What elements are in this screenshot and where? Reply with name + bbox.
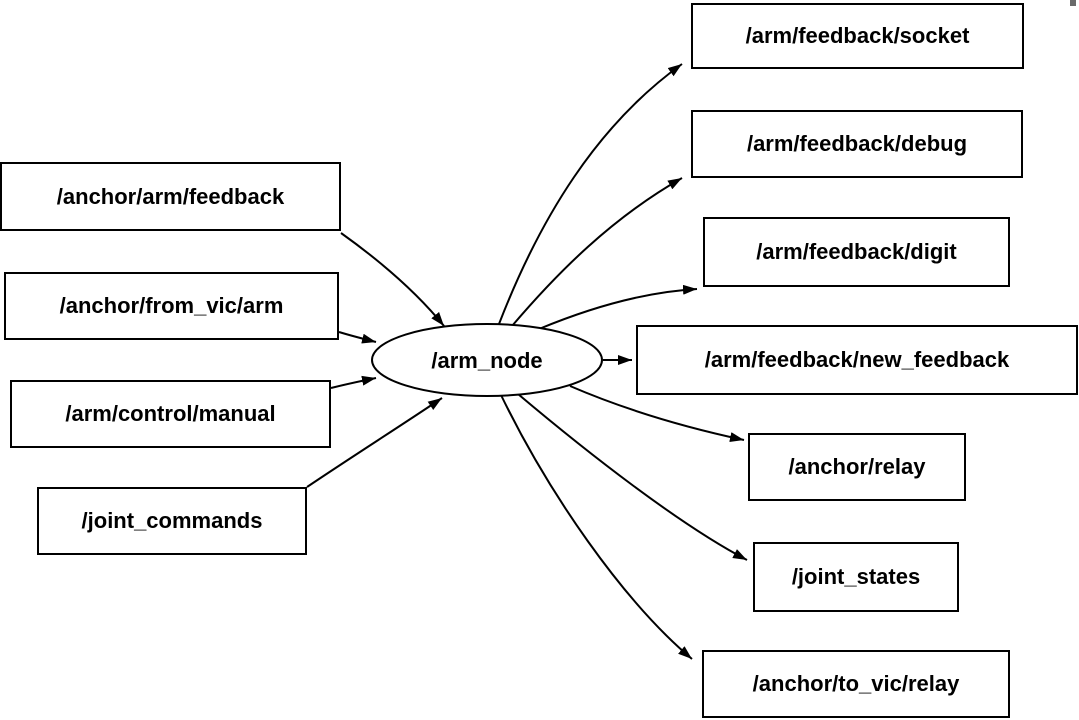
- edge-anchor-arm-feedback-to-arm-node: [340, 232, 445, 327]
- topic-label: /anchor/relay: [788, 454, 926, 479]
- topic-arm-feedback-new-feedback: /arm/feedback/new_feedback: [636, 325, 1078, 395]
- topic-label: /arm/control/manual: [65, 401, 276, 426]
- edge-joint-commands-to-arm-node: [306, 397, 443, 488]
- edge-arm-node-to-arm-feedback-digit: [538, 284, 698, 330]
- arm-node-label: /arm_node: [431, 347, 543, 373]
- topic-label: /joint_states: [791, 564, 921, 589]
- topic-arm-feedback-digit: /arm/feedback/digit: [703, 217, 1010, 287]
- edge-anchor-from-vic-arm-to-arm-node: [338, 331, 377, 344]
- edge-arm-control-manual-to-arm-node: [330, 375, 377, 389]
- topic-joint-states: /joint_states: [753, 542, 959, 612]
- topic-anchor-relay: /anchor/relay: [748, 433, 966, 501]
- node-arm-node: /arm_node: [372, 325, 602, 396]
- topic-label: /arm/feedback/new_feedback: [704, 347, 1010, 372]
- topic-label: /joint_commands: [81, 508, 263, 533]
- edge-arm-node-to-arm-feedback-debug: [511, 177, 683, 327]
- topic-arm-feedback-socket: /arm/feedback/socket: [691, 3, 1024, 69]
- edge-arm-node-to-anchor-relay: [569, 385, 745, 442]
- topic-label: /anchor/to_vic/relay: [752, 671, 960, 696]
- topic-label: /arm/feedback/debug: [746, 131, 968, 156]
- topic-label: /anchor/from_vic/arm: [59, 293, 284, 318]
- arm-node-ellipse: [371, 323, 603, 397]
- topic-anchor-arm-feedback: /anchor/arm/feedback: [0, 162, 341, 231]
- topic-anchor-from-vic-arm: /anchor/from_vic/arm: [4, 272, 339, 340]
- topic-label: /anchor/arm/feedback: [56, 183, 285, 209]
- edge-arm-node-to-arm-feedback-socket: [498, 63, 683, 325]
- edge-arm-node-to-anchor-to-vic-relay: [500, 394, 693, 660]
- topic-label: /arm/feedback/socket: [745, 23, 970, 48]
- corner-artifact: [1070, 0, 1076, 6]
- edge-arm-node-to-joint-states: [517, 393, 748, 561]
- topic-arm-feedback-debug: /arm/feedback/debug: [691, 110, 1023, 178]
- topic-label: /arm/feedback/digit: [756, 239, 957, 264]
- topic-anchor-to-vic-relay: /anchor/to_vic/relay: [702, 650, 1010, 718]
- topic-joint-commands: /joint_commands: [37, 487, 307, 555]
- topic-arm-control-manual: /arm/control/manual: [10, 380, 331, 448]
